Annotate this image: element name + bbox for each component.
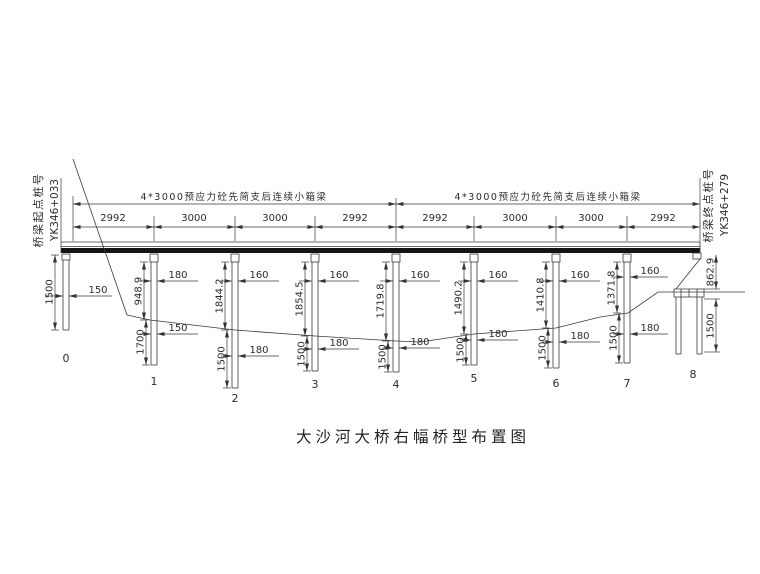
end-station-block: 桥梁终点桩号 YK346+279: [701, 168, 731, 243]
abutment-8: [673, 252, 705, 355]
pier-number-labels: 0 1 2 3 4 5 6 7 8: [63, 352, 697, 405]
pier5-lower-height-dim: 1500: [456, 337, 467, 362]
pier3-upper-width-dim: 160: [329, 270, 348, 281]
pier0-width-dim: 150: [88, 285, 107, 296]
pier5-upper-height-dim: 1490.2: [454, 281, 465, 316]
pier5-lower-width-dim: 180: [488, 329, 507, 340]
pier7-upper-height-dim: 1371.8: [607, 271, 618, 306]
pier-number-2: 2: [232, 392, 239, 405]
pier2-lower-height-dim: 1500: [217, 346, 228, 371]
pier6-upper-height-dim: 1410.8: [536, 278, 547, 313]
pier0-height-dim: 1500: [45, 279, 56, 304]
start-station-block: 桥梁起点桩号 YK346+033: [31, 173, 61, 248]
pier-2: [230, 253, 240, 389]
pier4-lower-height-dim: 1500: [378, 344, 389, 369]
span-dimensions: 2992 3000 3000 2992 2992 3000 3000 2992: [73, 213, 700, 229]
pier-number-5: 5: [471, 372, 478, 385]
pier-number-0: 0: [63, 352, 70, 365]
pier2-upper-height-dim: 1844.2: [215, 279, 226, 314]
pier3-lower-width-dim: 180: [329, 338, 348, 349]
drawing-title: 大沙河大桥右幅桥型布置图: [296, 428, 530, 446]
pier7-lower-width-dim: 180: [640, 323, 659, 334]
abutment8-lower-height-dim: 1500: [706, 313, 717, 338]
pier-dimensions: 1500 150 948.9 180 1700 150 1844.2 160 1…: [45, 254, 720, 389]
girder-type-label-left: 4*3000预应力砼先简支后连续小箱梁: [141, 191, 328, 203]
pier1-lower-width-dim: 150: [168, 323, 187, 334]
pier3-lower-height-dim: 1500: [297, 341, 308, 366]
span-dim-5: 3000: [502, 213, 527, 224]
ground-line: [72, 158, 745, 343]
pier7-upper-width-dim: 160: [640, 266, 659, 277]
pier4-upper-width-dim: 160: [410, 270, 429, 281]
pier-number-4: 4: [393, 378, 400, 391]
pier3-upper-height-dim: 1854.5: [295, 282, 306, 317]
deck-girder: [60, 241, 701, 253]
pier4-lower-width-dim: 180: [410, 337, 429, 348]
pier-number-8: 8: [690, 368, 697, 381]
pier-number-1: 1: [151, 375, 158, 388]
span-dim-3: 2992: [342, 213, 367, 224]
abutment8-upper-height-dim: 862.9: [706, 258, 717, 287]
girder-group-dimension: 4*3000预应力砼先简支后连续小箱梁 4*3000预应力砼先简支后连续小箱梁: [73, 191, 700, 206]
pier7-lower-height-dim: 1500: [609, 325, 620, 350]
pier6-lower-width-dim: 180: [570, 331, 589, 342]
pier6-lower-height-dim: 1500: [538, 335, 549, 360]
pier2-lower-width-dim: 180: [249, 345, 268, 356]
pier6-upper-width-dim: 160: [570, 270, 589, 281]
span-dim-6: 3000: [578, 213, 603, 224]
pier-number-7: 7: [624, 377, 631, 390]
span-dim-2: 3000: [262, 213, 287, 224]
start-station-value: YK346+033: [49, 179, 61, 242]
pier2-upper-width-dim: 160: [249, 270, 268, 281]
span-dim-7: 2992: [650, 213, 675, 224]
pier4-upper-height-dim: 1719.8: [376, 284, 387, 319]
pier1-upper-width-dim: 180: [168, 270, 187, 281]
pier-number-6: 6: [553, 377, 560, 390]
start-station-label: 桥梁起点桩号: [31, 173, 45, 248]
span-dim-4: 2992: [422, 213, 447, 224]
girder-type-label-right: 4*3000预应力砼先简支后连续小箱梁: [455, 191, 642, 203]
pier-number-3: 3: [312, 378, 319, 391]
span-dim-1: 3000: [181, 213, 206, 224]
end-station-label: 桥梁终点桩号: [701, 168, 715, 243]
pier1-upper-height-dim: 948.9: [134, 277, 145, 306]
pier1-lower-height-dim: 1700: [136, 329, 147, 354]
span-dim-0: 2992: [100, 213, 125, 224]
end-station-value: YK346+279: [719, 174, 731, 237]
pier5-upper-width-dim: 160: [488, 270, 507, 281]
